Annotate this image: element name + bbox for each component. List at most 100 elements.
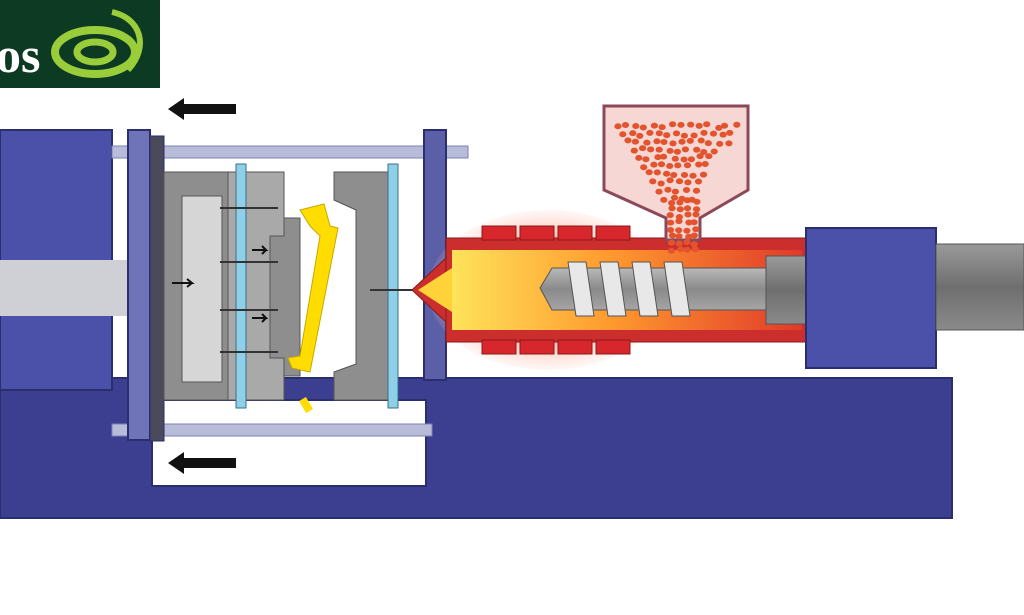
pellet: [692, 226, 700, 233]
pellet: [647, 146, 655, 153]
molded-part: [287, 203, 339, 414]
pellet: [684, 211, 692, 218]
pellet: [670, 194, 679, 201]
pellet: [663, 170, 671, 177]
pellet: [650, 122, 659, 129]
pellet: [705, 153, 713, 160]
pellet: [667, 227, 675, 233]
pellet: [692, 187, 701, 194]
pellet: [683, 239, 691, 246]
pellet: [678, 138, 686, 145]
pellet: [674, 162, 682, 169]
pellet: [671, 155, 679, 162]
hopper: [602, 104, 750, 254]
hydraulic-rod: [935, 243, 1024, 331]
pellet: [704, 140, 712, 147]
ejector-pins: [220, 207, 278, 353]
mold-left-half: [163, 163, 301, 409]
pellet: [699, 171, 708, 178]
arrow-right-icon: [172, 245, 269, 323]
pellet: [675, 178, 684, 185]
pellet: [666, 147, 674, 154]
pellet: [683, 246, 691, 253]
logo: os: [0, 0, 160, 88]
pellet: [696, 153, 704, 160]
heater-bands: [481, 225, 631, 355]
logo-text: os: [0, 27, 40, 83]
pellet: [703, 121, 711, 128]
pellet: [639, 124, 647, 131]
pellet: [692, 211, 700, 218]
pellet: [660, 196, 668, 203]
pellet: [666, 163, 674, 169]
sprue-piece: [299, 396, 313, 414]
pellet: [675, 233, 683, 240]
pellet: [701, 161, 709, 167]
pellet: [669, 121, 677, 128]
pellet: [654, 154, 662, 161]
pellet: [667, 239, 676, 246]
pellet: [676, 206, 684, 213]
pellet: [632, 123, 640, 129]
pellet: [635, 154, 643, 161]
mold-right-half: [333, 163, 420, 409]
pellet: [689, 172, 697, 179]
pellet: [681, 146, 690, 153]
pellet: [624, 137, 632, 144]
pellet: [733, 121, 741, 128]
moving-platen: [127, 129, 165, 442]
pellet: [653, 138, 661, 145]
pellet: [690, 241, 698, 248]
pellet: [686, 137, 694, 144]
pellet: [640, 164, 648, 171]
ejector-plate: [235, 163, 247, 409]
arrow-left-icon: [168, 98, 236, 120]
pellet: [655, 188, 663, 195]
pellet: [694, 178, 703, 185]
pellet: [687, 156, 696, 163]
pellet: [629, 130, 637, 137]
pellet: [675, 227, 683, 234]
pellet: [645, 169, 653, 176]
plastic-pellets: [614, 121, 741, 254]
pellet: [719, 131, 727, 138]
pellet: [675, 240, 683, 247]
logo-swirl-icon: [51, 9, 143, 78]
pellet: [683, 197, 691, 204]
pellet: [693, 198, 701, 205]
pellet: [668, 205, 676, 212]
pellet: [621, 122, 630, 128]
pellet: [672, 130, 681, 137]
pellet: [695, 122, 703, 129]
drive-housing: [805, 227, 1024, 369]
pellet: [631, 138, 640, 145]
pellet: [666, 212, 674, 219]
pellet: [667, 247, 676, 254]
pellet: [685, 233, 693, 240]
pellet: [668, 200, 676, 206]
pellet: [690, 132, 698, 139]
pellet: [677, 246, 685, 253]
pellet: [691, 246, 699, 253]
pellet: [693, 206, 701, 213]
pellet: [666, 177, 674, 184]
pellet: [643, 139, 651, 146]
pellet: [671, 188, 680, 195]
pellet: [726, 129, 734, 136]
pellet: [710, 148, 718, 155]
pellet: [700, 129, 708, 136]
pellet: [673, 148, 682, 155]
pellet: [720, 122, 729, 129]
pellet: [716, 140, 724, 147]
pellet: [669, 140, 677, 147]
pellet: [682, 187, 691, 193]
pellet: [664, 186, 672, 193]
pellet: [675, 218, 683, 225]
tie-bars: [111, 145, 469, 437]
screw-flights: [567, 261, 691, 317]
pellet: [659, 153, 668, 160]
pellet: [663, 132, 671, 139]
pellet: [680, 172, 689, 178]
pellet: [642, 156, 650, 163]
